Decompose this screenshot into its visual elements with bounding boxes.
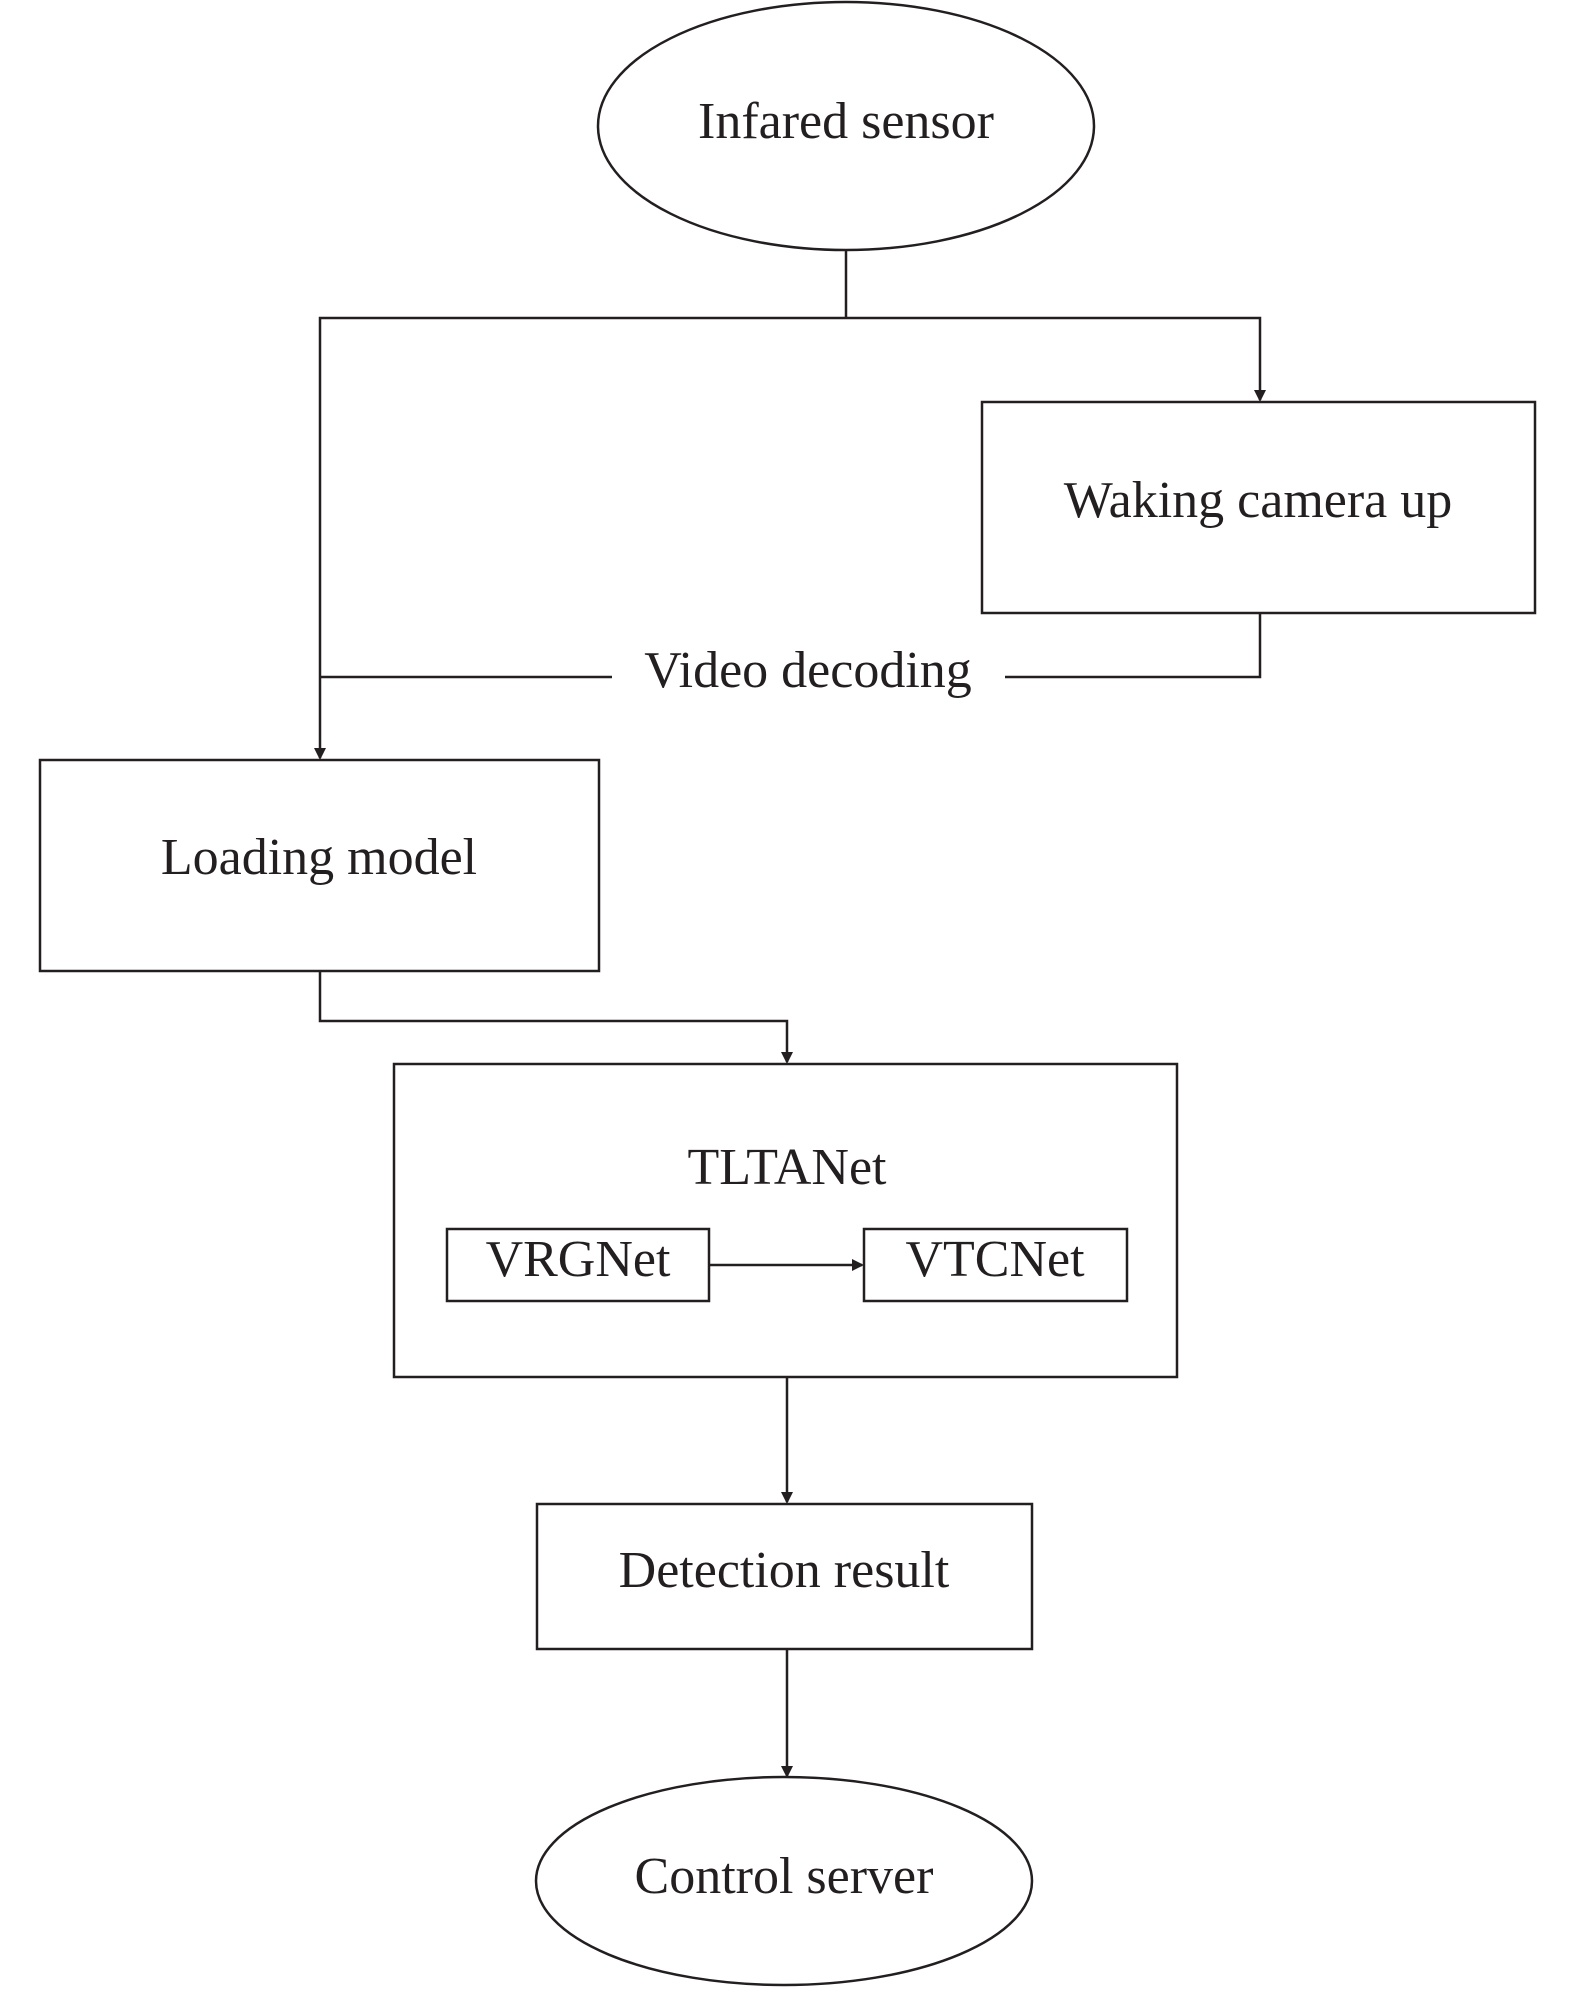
waking-camera-node: Waking camera up xyxy=(980,400,1537,615)
infrared-sensor-label: Infared sensor xyxy=(698,93,994,150)
camera-down-edge xyxy=(1005,613,1262,679)
video-decoding-label: Video decoding xyxy=(644,642,972,699)
detection-result-node: Detection result xyxy=(535,1502,1034,1651)
vrgnet-node: VRGNet xyxy=(445,1227,711,1303)
tltanet-label: TLTANet xyxy=(688,1139,888,1196)
loading-model-label: Loading model xyxy=(161,829,477,886)
sensor-to-camera-edge xyxy=(846,316,1266,402)
vrgnet-label: VRGNet xyxy=(486,1231,671,1288)
tltanet-node: TLTANet VRGNet VTCNet xyxy=(392,1062,1179,1379)
vtcnet-label: VTCNet xyxy=(905,1231,1085,1288)
detection-result-label: Detection result xyxy=(619,1542,950,1599)
infrared-sensor-node: Infared sensor xyxy=(596,0,1096,252)
control-server-label: Control server xyxy=(635,1848,934,1905)
waking-camera-label: Waking camera up xyxy=(1064,472,1453,529)
control-server-node: Control server xyxy=(534,1775,1034,1987)
sensor-to-loading-edge xyxy=(314,316,846,760)
vtcnet-node: VTCNet xyxy=(862,1227,1129,1303)
loading-to-tltanet-edge xyxy=(318,971,793,1064)
loading-model-node: Loading model xyxy=(38,758,601,973)
